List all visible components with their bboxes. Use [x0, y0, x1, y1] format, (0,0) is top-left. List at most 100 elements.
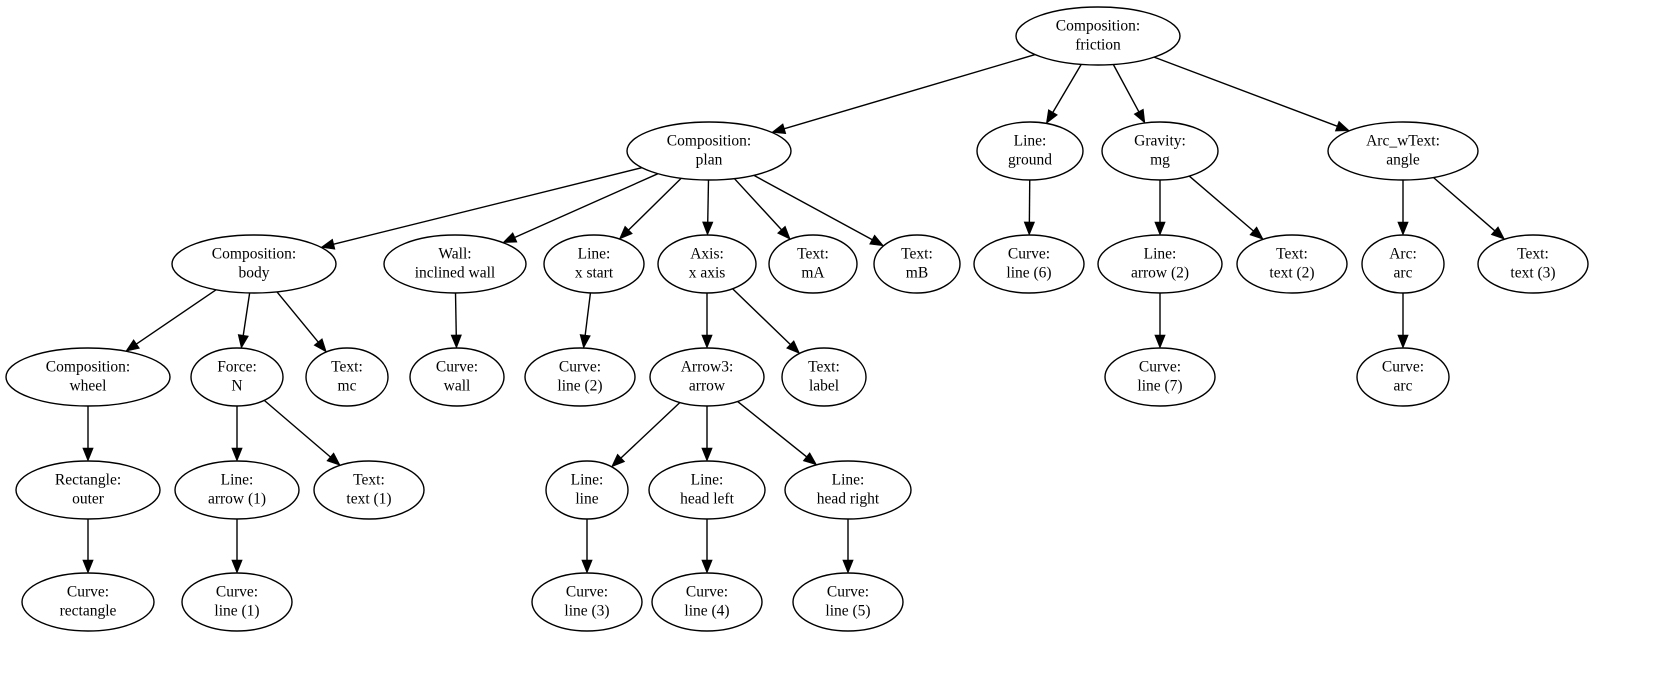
node-ellipse-body[interactable]	[171, 234, 337, 294]
arrow-head-icon	[1133, 108, 1146, 124]
graph-node-line6[interactable]: Curve:line (6)	[973, 234, 1085, 294]
node-ellipse-x-start[interactable]	[543, 234, 645, 294]
edge-line	[1052, 64, 1082, 113]
edge-line	[584, 292, 592, 336]
node-ellipse-text1[interactable]	[313, 460, 425, 520]
graph-node-head-right[interactable]: Line:head right	[784, 460, 912, 520]
graph-node-angle[interactable]: Arc_wText:angle	[1327, 121, 1479, 181]
arrow-head-icon	[320, 238, 336, 250]
edge-line	[276, 291, 319, 343]
edge-line	[1433, 176, 1496, 232]
graph-node-arc-curve[interactable]: Curve:arc	[1356, 347, 1450, 407]
node-ellipse-text3[interactable]	[1477, 234, 1589, 294]
node-ellipse-mB[interactable]	[873, 234, 961, 294]
node-ellipse-plan[interactable]	[626, 121, 792, 181]
node-ellipse-arc[interactable]	[1361, 234, 1445, 294]
graph-node-line5[interactable]: Curve:line (5)	[792, 572, 904, 632]
node-ellipse-mc[interactable]	[305, 347, 389, 407]
edge-line	[753, 174, 873, 241]
node-ellipse-friction[interactable]	[1015, 6, 1181, 66]
edge-arrow3-to-line	[611, 402, 681, 468]
graph-node-wall-curve[interactable]: Curve:wall	[409, 347, 505, 407]
node-ellipse-x-axis[interactable]	[657, 234, 757, 294]
node-ellipse-line6[interactable]	[973, 234, 1085, 294]
edge-head-left-to-line4	[701, 519, 713, 574]
node-ellipse-arrow2[interactable]	[1097, 234, 1223, 294]
node-ellipse-line5[interactable]	[792, 572, 904, 632]
graph-node-text2[interactable]: Text:text (2)	[1236, 234, 1348, 294]
node-ellipse-line7[interactable]	[1104, 347, 1216, 407]
edge-friction-to-gravity	[1112, 64, 1146, 124]
graph-node-line2[interactable]: Curve:line (2)	[524, 347, 636, 407]
arrow-head-icon	[1490, 226, 1506, 240]
node-ellipse-arrow1[interactable]	[174, 460, 300, 520]
graph-node-text3[interactable]: Text:text (3)	[1477, 234, 1589, 294]
node-ellipse-head-left[interactable]	[648, 460, 766, 520]
graph-node-body[interactable]: Composition:body	[171, 234, 337, 294]
node-ellipse-line1[interactable]	[181, 572, 293, 632]
edge-arrow3-to-head-right	[737, 400, 818, 466]
node-ellipse-gravity[interactable]	[1101, 121, 1219, 181]
graph-node-mc[interactable]: Text:mc	[305, 347, 389, 407]
graph-node-text1[interactable]: Text:text (1)	[313, 460, 425, 520]
node-ellipse-line2[interactable]	[524, 347, 636, 407]
edge-line	[333, 166, 643, 245]
edge-line	[733, 178, 782, 231]
graph-node-plan[interactable]: Composition:plan	[626, 121, 792, 181]
node-ellipse-arrow3[interactable]	[649, 347, 765, 407]
node-ellipse-arc-curve[interactable]	[1356, 347, 1450, 407]
arrow-head-icon	[82, 447, 94, 462]
graph-node-x-axis[interactable]: Axis:x axis	[657, 234, 757, 294]
node-ellipse-angle[interactable]	[1327, 121, 1479, 181]
graph-node-line7[interactable]: Curve:line (7)	[1104, 347, 1216, 407]
graph-node-rectangle[interactable]: Curve:rectangle	[21, 572, 155, 632]
graph-node-gravity[interactable]: Gravity:mg	[1101, 121, 1219, 181]
graph-node-line[interactable]: Line:line	[545, 460, 629, 520]
graph-node-arrow2[interactable]: Line:arrow (2)	[1097, 234, 1223, 294]
node-ellipse-force-N[interactable]	[190, 347, 284, 407]
graph-node-line4[interactable]: Curve:line (4)	[651, 572, 763, 632]
graph-node-wheel[interactable]: Composition:wheel	[5, 347, 171, 407]
graph-node-ground[interactable]: Line:ground	[976, 121, 1084, 181]
edge-plan-to-mA	[733, 178, 791, 240]
graph-node-mA[interactable]: Text:mA	[768, 234, 858, 294]
arrow-head-icon	[1154, 334, 1166, 349]
graph-node-x-start[interactable]: Line:x start	[543, 234, 645, 294]
edge-friction-to-angle	[1153, 56, 1351, 132]
edge-line	[1153, 56, 1338, 127]
graph-node-arrow1[interactable]: Line:arrow (1)	[174, 460, 300, 520]
graph-node-line3[interactable]: Curve:line (3)	[531, 572, 643, 632]
node-ellipse-mA[interactable]	[768, 234, 858, 294]
node-ellipse-line4[interactable]	[651, 572, 763, 632]
graph-node-label[interactable]: Text:label	[781, 347, 867, 407]
arrow-head-icon	[450, 334, 462, 349]
graph-node-arrow3[interactable]: Arrow3:arrow	[649, 347, 765, 407]
graph-node-friction[interactable]: Composition:friction	[1015, 6, 1181, 66]
node-ellipse-label[interactable]	[781, 347, 867, 407]
node-ellipse-outer[interactable]	[15, 460, 161, 520]
graph-node-head-left[interactable]: Line:head left	[648, 460, 766, 520]
node-ellipse-inclined-wall[interactable]	[383, 234, 527, 294]
edge-line	[784, 53, 1036, 130]
arrow-head-icon	[701, 334, 713, 349]
node-ellipse-ground[interactable]	[976, 121, 1084, 181]
node-ellipse-wall-curve[interactable]	[409, 347, 505, 407]
graph-node-inclined-wall[interactable]: Wall:inclined wall	[383, 234, 527, 294]
graph-node-force-N[interactable]: Force:N	[190, 347, 284, 407]
graph-node-arc[interactable]: Arc:arc	[1361, 234, 1445, 294]
edge-plan-to-inclined-wall	[502, 173, 659, 243]
arrow-head-icon	[702, 221, 714, 236]
edge-line	[737, 400, 807, 458]
node-ellipse-text2[interactable]	[1236, 234, 1348, 294]
node-ellipse-rectangle[interactable]	[21, 572, 155, 632]
node-ellipse-line[interactable]	[545, 460, 629, 520]
graph-node-outer[interactable]: Rectangle:outer	[15, 460, 161, 520]
arrow-head-icon	[1023, 221, 1036, 236]
node-ellipse-head-right[interactable]	[784, 460, 912, 520]
node-ellipse-wheel[interactable]	[5, 347, 171, 407]
arrow-head-icon	[237, 334, 249, 349]
graph-node-line1[interactable]: Curve:line (1)	[181, 572, 293, 632]
graph-node-mB[interactable]: Text:mB	[873, 234, 961, 294]
edge-plan-to-x-start	[618, 177, 682, 240]
node-ellipse-line3[interactable]	[531, 572, 643, 632]
